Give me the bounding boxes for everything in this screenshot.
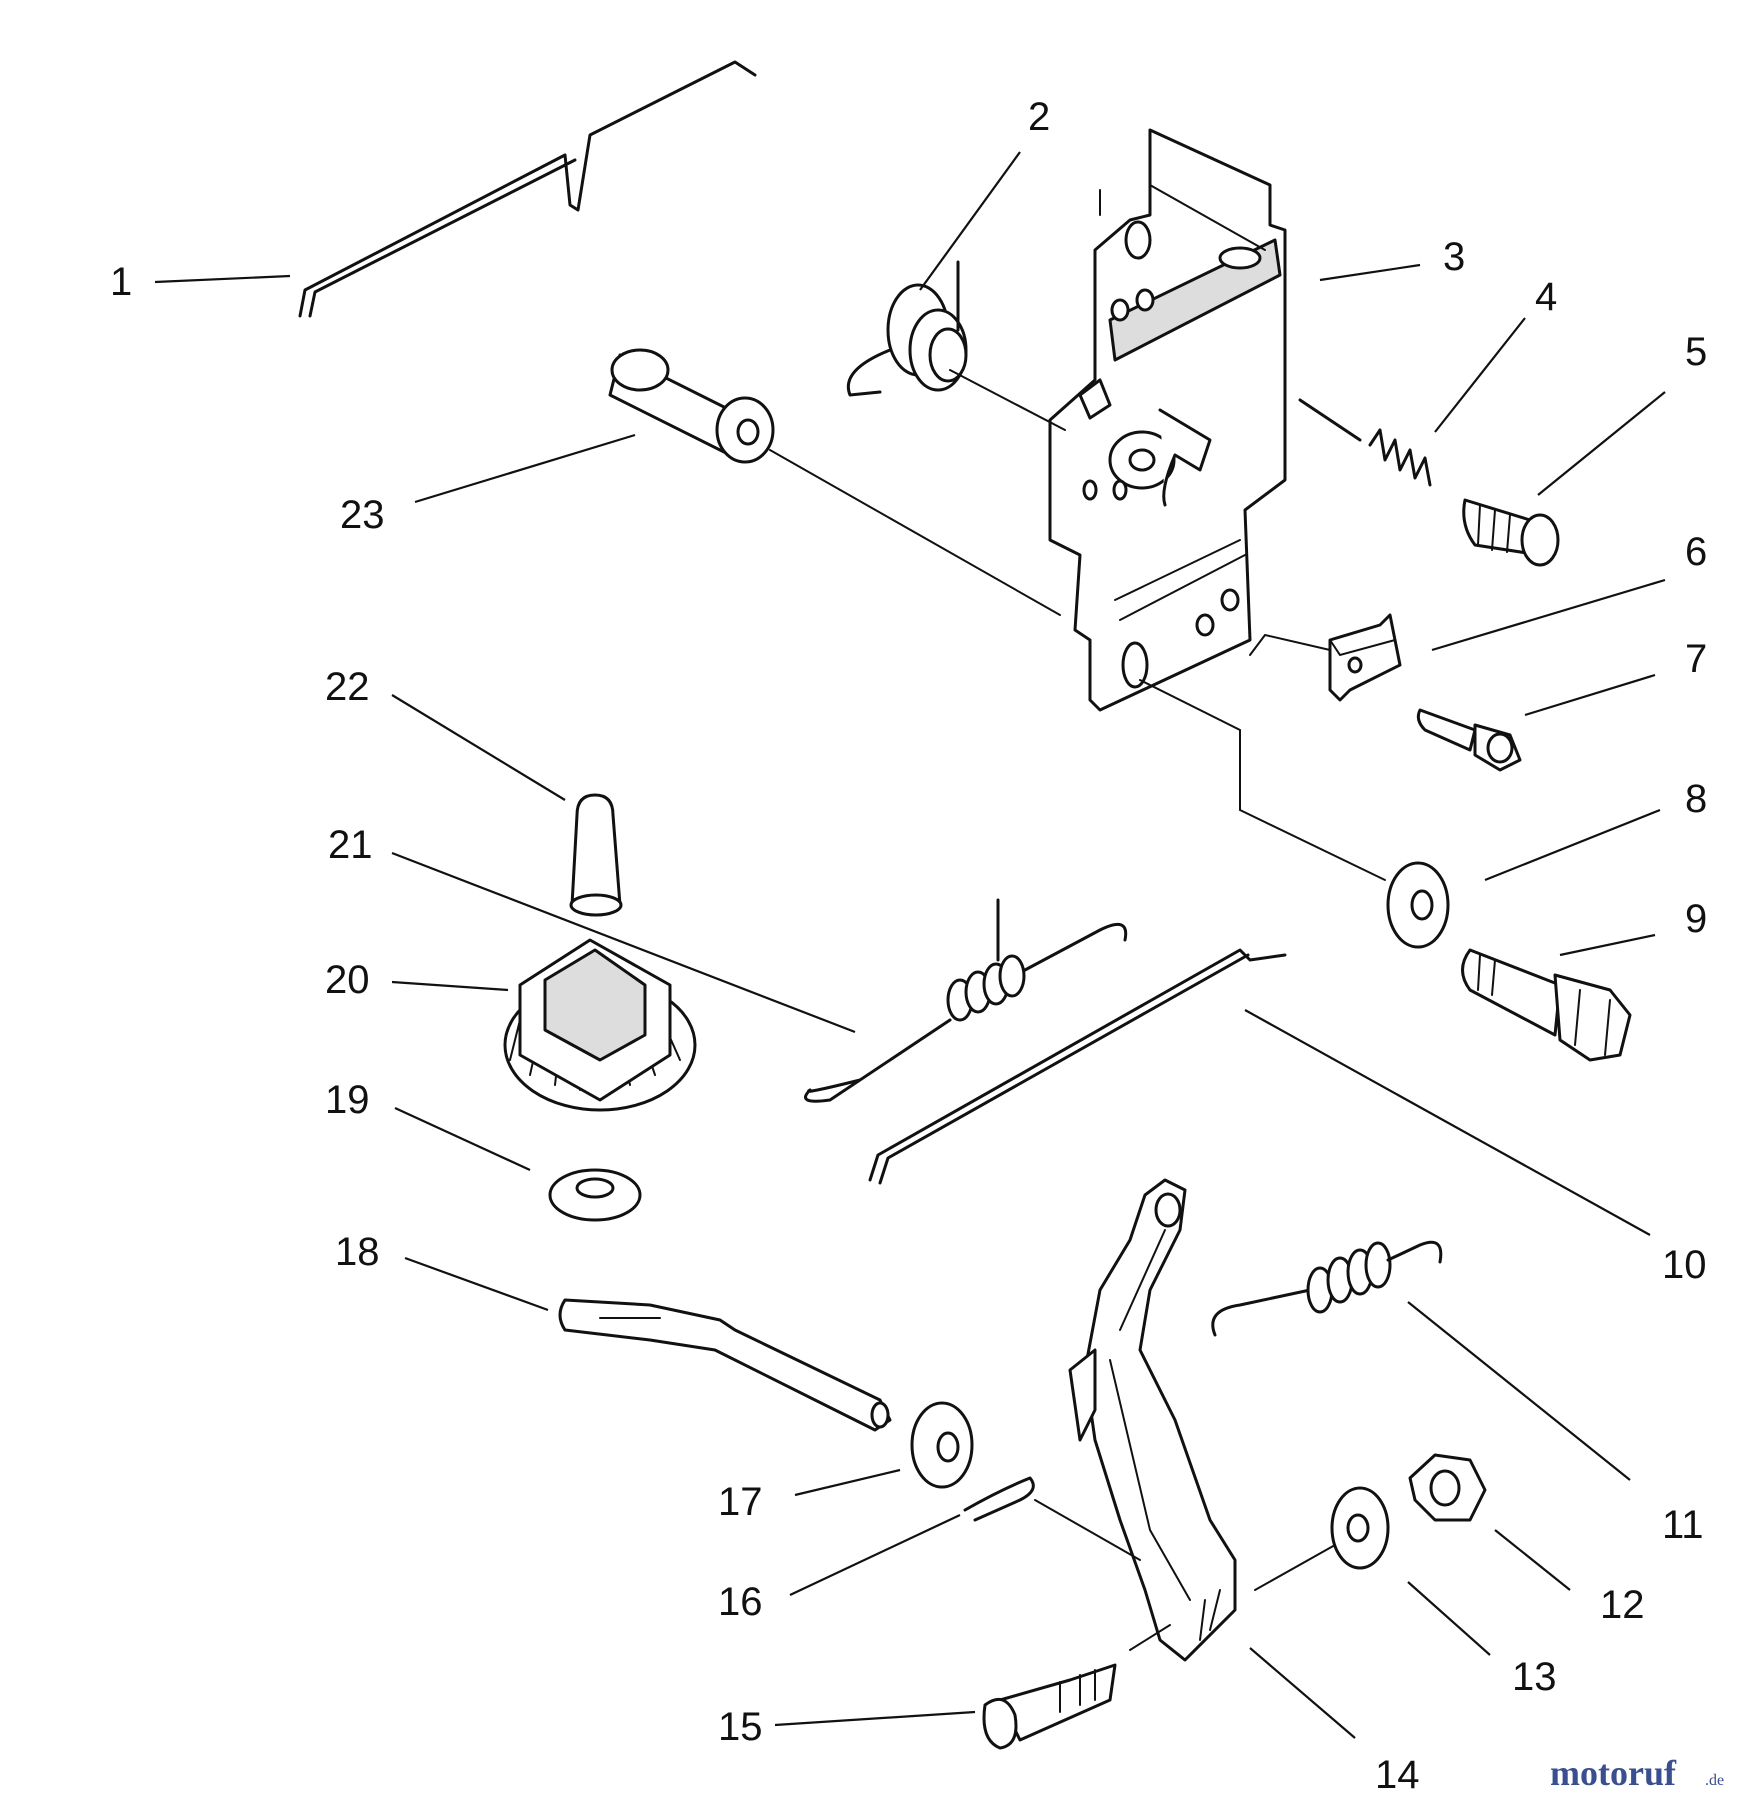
leader-lines <box>154 151 1666 1739</box>
callout-7: 7 <box>1685 637 1707 681</box>
part-21-spring <box>804 898 1128 1103</box>
callout-3: 3 <box>1443 235 1465 279</box>
part-12-nut <box>1408 1453 1487 1522</box>
part-5-screw <box>1462 498 1560 567</box>
assembly-lines <box>769 369 1386 1651</box>
part-18-shaft <box>558 1298 892 1432</box>
callout-2: 2 <box>1028 95 1050 139</box>
callout-19: 19 <box>325 1078 370 1122</box>
callout-22: 22 <box>325 665 370 709</box>
callout-17: 17 <box>718 1480 763 1524</box>
callout-16: 16 <box>718 1580 763 1624</box>
watermark-text: motoruf <box>1550 1753 1677 1793</box>
callout-6: 6 <box>1685 530 1707 574</box>
callout-4: 4 <box>1535 275 1557 319</box>
callout-8: 8 <box>1685 777 1707 821</box>
part-20-gear <box>503 938 697 1112</box>
callout-15: 15 <box>718 1705 763 1749</box>
part-19-washer <box>548 1168 642 1222</box>
part-7-bolt <box>1416 708 1522 772</box>
watermark-suffix: .de <box>1705 1772 1724 1789</box>
part-17-washer <box>910 1401 974 1489</box>
part-13-washer <box>1330 1486 1390 1570</box>
part-8-washer <box>1386 861 1450 949</box>
callout-5: 5 <box>1685 330 1707 374</box>
callout-20: 20 <box>325 958 370 1002</box>
part-11-spring <box>1211 1240 1443 1337</box>
callout-1: 1 <box>110 260 132 304</box>
callout-9: 9 <box>1685 897 1707 941</box>
part-4-spring <box>1298 398 1432 487</box>
part-23-spacer <box>608 348 775 464</box>
watermark: motoruf .de <box>1550 1753 1724 1793</box>
part-15-pin <box>982 1663 1117 1750</box>
callout-labels: 1 2 3 4 5 6 7 8 9 10 11 12 13 14 15 16 1… <box>110 95 1707 1797</box>
part-6-clip <box>1328 613 1402 702</box>
part-16-clip <box>963 1476 1035 1522</box>
callout-11: 11 <box>1662 1503 1704 1547</box>
callout-18: 18 <box>335 1230 380 1274</box>
callout-23: 23 <box>340 493 385 537</box>
callout-21: 21 <box>328 823 373 867</box>
callout-12: 12 <box>1600 1583 1645 1627</box>
callout-10: 10 <box>1662 1243 1707 1287</box>
part-14-lever <box>1068 1178 1237 1662</box>
part-10-rod <box>868 948 1287 1185</box>
part-2-spring <box>847 260 968 397</box>
callout-14: 14 <box>1375 1753 1420 1797</box>
part-1-link-wire <box>298 60 757 318</box>
part-9-shoulder-bolt <box>1461 948 1632 1062</box>
part-22-sleeve <box>569 793 623 917</box>
part-3-control-bracket <box>1048 128 1287 712</box>
callout-13: 13 <box>1512 1655 1557 1699</box>
